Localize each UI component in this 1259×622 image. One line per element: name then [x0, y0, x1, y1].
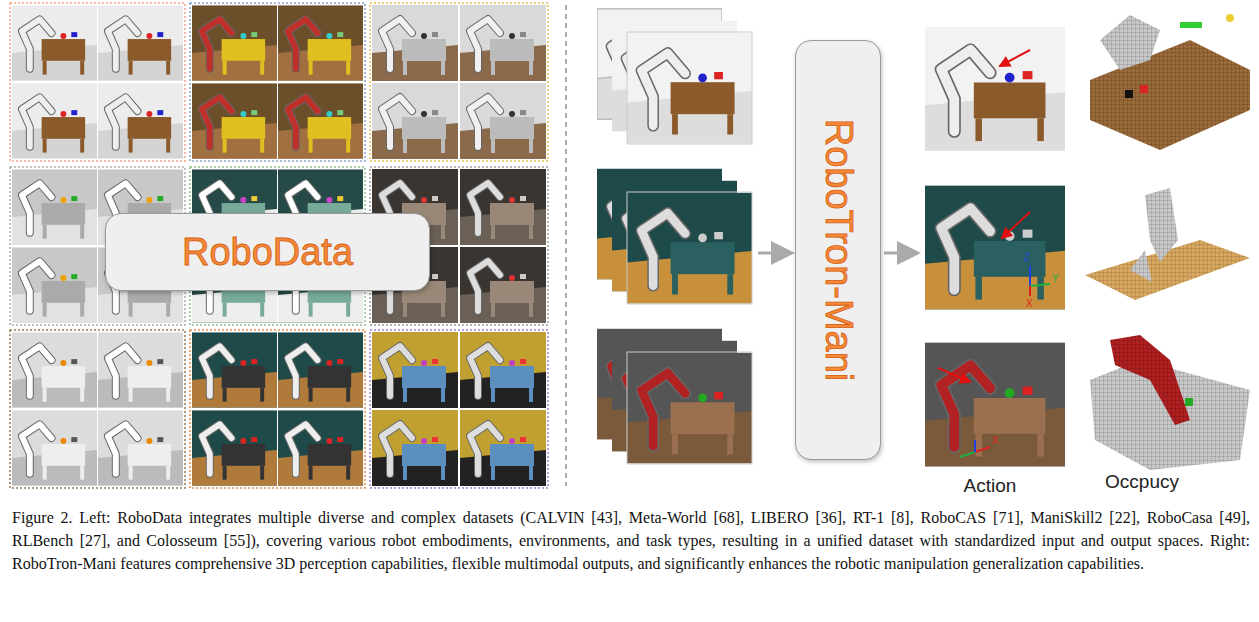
box-title: RoboTron-Mani: [817, 119, 860, 382]
figure-caption: Figure 2. Left: RoboData integrates mult…: [12, 506, 1250, 575]
box-title: RoboData: [182, 231, 353, 274]
axis-label: Z: [1024, 253, 1030, 263]
occupancy-images: [1085, 14, 1250, 470]
dataset-box: RoboData: [105, 213, 430, 291]
dataset-tiles: [10, 3, 548, 488]
action-images: [925, 27, 1065, 466]
flow-arrow: [758, 252, 789, 255]
input-frames: [597, 9, 752, 464]
axis-label: Y: [1052, 274, 1059, 284]
divider: [565, 5, 566, 486]
flow-arrow: [884, 252, 915, 255]
axis-label: X: [992, 436, 999, 446]
axis-label: X: [1026, 299, 1033, 309]
output-label: Action: [964, 476, 1017, 495]
output-label: Occpucy: [1105, 472, 1179, 491]
model-box: RoboTron-Mani: [795, 40, 881, 460]
